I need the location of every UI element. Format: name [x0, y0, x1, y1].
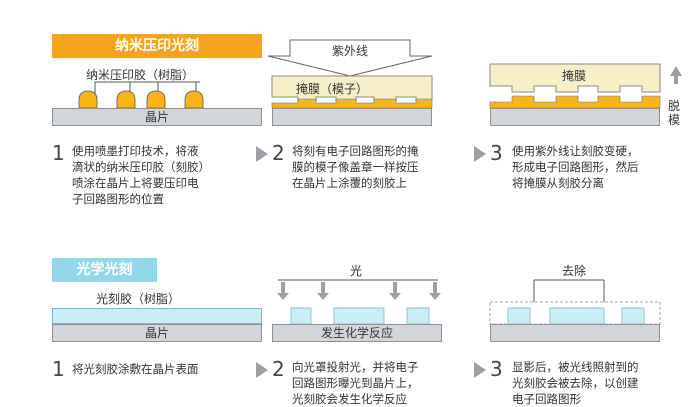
mold-label: 掩膜（模子）	[296, 82, 369, 96]
uv-label: 紫外线	[332, 44, 369, 58]
photo-step2-text: 向光罩投射光，并将电子 回路图形曝光到晶片上， 光刻胶会发生化学反应	[292, 360, 419, 406]
nano-title-banner: 纳米压印光刻	[52, 34, 262, 58]
light-arrows	[277, 282, 441, 300]
nano-step2-wafer	[272, 108, 432, 126]
nano-step3-wafer	[490, 108, 660, 126]
photo-step1-number: 1	[52, 357, 65, 381]
resist-droplets	[78, 90, 204, 109]
imprinted-resist	[271, 98, 433, 109]
cured-resist	[489, 95, 661, 109]
uv-arrow-icon	[267, 39, 433, 77]
photo-step3-number: 3	[490, 357, 503, 381]
photo-step1-wafer: 晶片	[52, 324, 262, 342]
remove-label: 去除	[562, 264, 587, 278]
step-arrow-icon	[474, 362, 486, 378]
nano-step1-wafer: 晶片	[52, 108, 262, 126]
nano-step2-text: 将刻有电子回路图形的掩 膜的模子像盖章一样按压 在晶片上涂覆的刻胶上	[292, 144, 419, 190]
nano-step3-text: 使用紫外线让刻胶变硬， 形成电子回路图形，然后 将掩膜从刻胶分离	[512, 144, 639, 190]
nano-step3-number: 3	[490, 141, 503, 165]
nano-resist-label: 纳米压印胶（树脂）	[86, 68, 195, 82]
photo-step1-text: 将光刻胶涂敷在晶片表面	[72, 362, 199, 376]
photo-step3-text: 显影后，被光线照射到的 光刻胶会被去除，以创建 电子回路图形	[512, 360, 639, 406]
peel-label-text: 脱模	[668, 99, 681, 127]
lifted-mold-shape	[489, 63, 661, 93]
nano-step2-number: 2	[272, 141, 285, 165]
photo-step2-number: 2	[272, 357, 285, 381]
step-arrow-icon	[256, 362, 268, 378]
reaction-layer: 发生化学反应	[272, 324, 442, 342]
exposed-resist-blocks	[290, 307, 430, 325]
photo-step3-wafer	[490, 324, 660, 342]
nano-step1-text: 使用喷墨打印技术，将液 滴状的纳米压印胶（刻胶） 喷涂在晶片上将要压印电 子回路…	[72, 144, 210, 206]
step-arrow-icon	[256, 146, 268, 162]
peel-label: 脱模	[668, 99, 682, 127]
remaining-resist-blocks	[507, 307, 645, 325]
peel-up-arrow-icon	[670, 66, 682, 84]
wafer-label: 晶片	[144, 110, 169, 124]
mold-label-short: 掩膜	[562, 69, 587, 83]
photo-resist-label: 光刻胶（树脂）	[96, 292, 181, 306]
photo-title-banner: 光学光刻	[52, 258, 157, 282]
photo-wafer-label: 晶片	[144, 326, 169, 340]
remove-leader-lines	[533, 279, 605, 302]
reaction-label: 发生化学反应	[320, 326, 393, 340]
nano-step1-number: 1	[52, 141, 65, 165]
light-label: 光	[350, 264, 363, 278]
step-arrow-icon	[474, 146, 486, 162]
photo-resist-layer	[52, 308, 262, 324]
